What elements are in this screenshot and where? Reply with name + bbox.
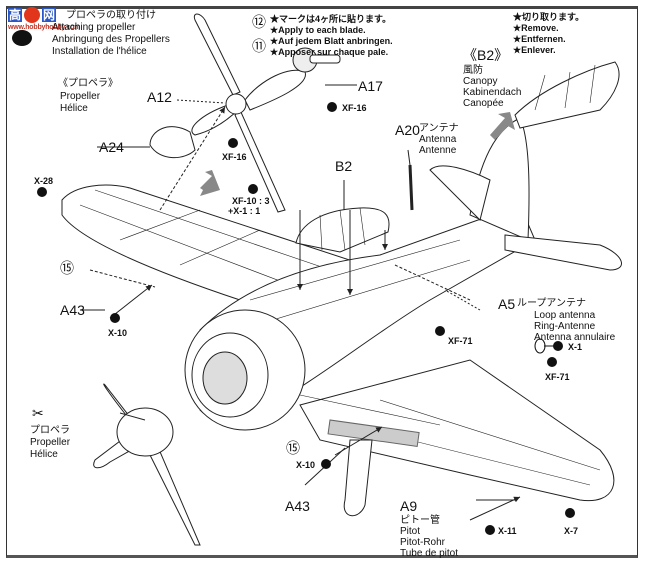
- part-label-a24: A24: [99, 139, 124, 155]
- part-label-b2: B2: [335, 158, 353, 174]
- propeller-name-en: Propeller: [60, 91, 101, 102]
- left-stabilizer: [429, 165, 491, 221]
- paint-label-xf71-loop: XF-71: [545, 372, 570, 382]
- antenna-name-de: Antenne: [419, 145, 457, 156]
- part-label-a17: A17: [358, 78, 383, 94]
- decal-note-de: ★Auf jedem Blatt anbringen.: [270, 36, 393, 46]
- spinner-a24: [149, 126, 196, 159]
- right-wing: [299, 359, 615, 502]
- decal-15-bottom: ⑮: [286, 440, 300, 456]
- loop-antenna-name-de: Ring-Antenne: [534, 321, 596, 332]
- paint-label-xf10-mix-2: +X-1 : 1: [228, 206, 261, 216]
- paint-dot-xf16-right: [327, 102, 337, 112]
- antenna-a20: [408, 164, 414, 211]
- front-spinner: [116, 407, 174, 457]
- paint-label-xf16-right: XF-16: [342, 103, 367, 113]
- paint-label-xf71: XF-71: [448, 336, 473, 346]
- header-title-de: Anbringung des Propellers: [52, 34, 170, 45]
- header-title-fr: Installation de l'hélice: [52, 46, 147, 57]
- pitot-name-jp: ピトー管: [400, 515, 440, 526]
- paint-label-x10-bottom: X-10: [296, 460, 316, 470]
- pitot-name-fr: Tube de pitot: [400, 548, 459, 559]
- paint-dot-xf16-hub: [228, 138, 238, 148]
- logo-shadow: [12, 30, 32, 46]
- front-prop-name-jp: プロペラ: [30, 425, 70, 436]
- canopy-name-en: Canopy: [463, 76, 498, 87]
- part-label-a43-top: A43: [60, 302, 85, 318]
- paint-label-x11: X-11: [498, 526, 517, 536]
- remove-note-de: ★Entfernen.: [513, 34, 566, 44]
- part-label-a12: A12: [147, 89, 172, 105]
- direction-arrow: [200, 170, 220, 196]
- antenna-name-jp: アンテナ: [419, 123, 459, 134]
- logo-char-1: 高: [8, 8, 22, 22]
- right-stabilizer: [504, 234, 622, 271]
- decal-note-jp: ★マークは4ヶ所に貼ります。: [270, 14, 392, 24]
- propeller-name-jp: 《プロペラ》: [58, 78, 118, 89]
- paint-dot-x10-top: [110, 313, 120, 323]
- landing-gear: [343, 439, 373, 517]
- header-title-jp: プロペラの取り付け: [66, 10, 156, 21]
- paint-label-xf16-hub: XF-16: [222, 152, 247, 162]
- paint-dot-x1-loop: [553, 341, 563, 351]
- paint-label-x10-top: X-10: [108, 328, 128, 338]
- pitot-name-en: Pitot: [400, 526, 421, 537]
- remove-note-en: ★Remove.: [513, 23, 559, 33]
- paint-label-x28: X-28: [34, 176, 54, 186]
- propeller-name-fr: Hélice: [60, 103, 88, 114]
- paint-dot-x28: [37, 187, 47, 197]
- canopy-name-de: Kabinendach: [463, 87, 522, 98]
- decal-number-12: ⑫: [252, 14, 266, 30]
- logo-emblem: [24, 7, 40, 23]
- antenna-name-en: Antenna: [419, 134, 457, 145]
- paint-dot-x10-bottom: [321, 459, 331, 469]
- direction-arrow: [490, 112, 515, 140]
- loop-antenna-name-en: Loop antenna: [534, 310, 596, 321]
- part-label-a20: A20: [395, 122, 420, 138]
- pitot-name-de: Pitot-Rohr: [400, 537, 446, 548]
- remove-note-jp: ★切り取ります。: [513, 12, 585, 22]
- paint-dot-xf71-loop: [547, 357, 557, 367]
- scissors-icon: ✂: [32, 405, 44, 421]
- paint-label-x7: X-7: [564, 526, 579, 536]
- paint-label-x1-loop: X-1: [568, 342, 583, 352]
- paint-dot-x7: [565, 508, 575, 518]
- top-propeller-blade: [193, 13, 241, 96]
- decal-note-en: ★Apply to each blade.: [270, 25, 366, 35]
- canopy-name-jp: 風防: [463, 65, 483, 76]
- logo-char-2: 网: [42, 8, 56, 22]
- paint-dot-xf71: [435, 326, 445, 336]
- remove-note-fr: ★Enlever.: [513, 45, 556, 55]
- paint-dot-xf10: [248, 184, 258, 194]
- watermark-logo: 高 网 www.hobbyhobby.com: [8, 7, 80, 46]
- decal-number-11: ⑪: [252, 38, 266, 54]
- logo-url: www.hobbyhobby.com: [8, 24, 81, 31]
- canopy-inset-part: 《B2》: [463, 47, 509, 63]
- front-prop-name-fr: Hélice: [30, 449, 58, 460]
- part-label-a43-bottom: A43: [285, 498, 310, 514]
- decal-15-top: ⑮: [60, 260, 74, 276]
- header-title-en: Attaching propeller: [52, 22, 136, 33]
- paint-dot-x11: [485, 525, 495, 535]
- prop-hub: [225, 93, 247, 115]
- canopy-name-fr: Canopée: [463, 98, 504, 109]
- decal-note-fr: ★Apposer sur chaque pale.: [270, 47, 389, 57]
- part-label-a9: A9: [400, 498, 418, 514]
- loop-antenna-name-fr: Antenna annulaire: [534, 332, 616, 343]
- front-prop-name-en: Propeller: [30, 437, 71, 448]
- part-label-a5: A5: [498, 296, 516, 312]
- loop-antenna-name-jp: ループアンテナ: [517, 298, 586, 309]
- paint-label-xf10-mix-1: XF-10 : 3: [232, 196, 270, 206]
